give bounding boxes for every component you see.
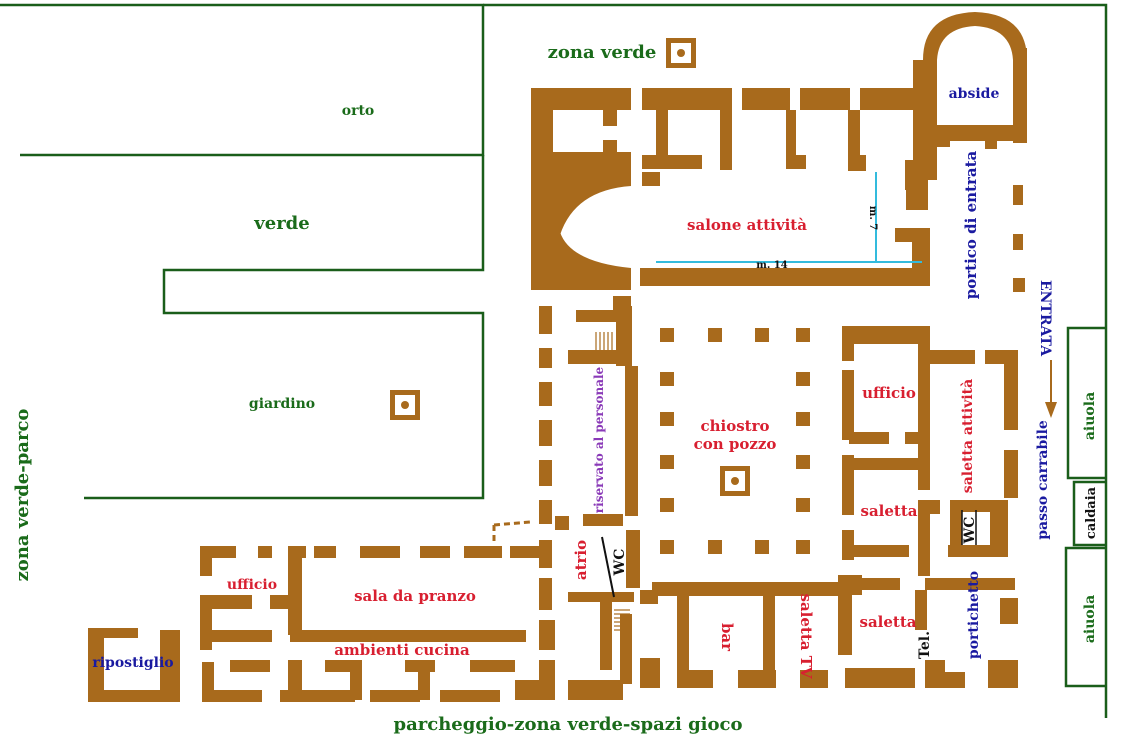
label-ufficio-left: ufficio xyxy=(227,577,277,593)
label-saletta-tv: saletta TV xyxy=(797,593,815,678)
labels: orto verde giardino zona verde zona verd… xyxy=(12,42,1099,735)
label-zona-verde: zona verde xyxy=(548,42,657,63)
label-portico-di-entrata: portico di entrata xyxy=(962,151,980,300)
label-salone-attivita: salone attività xyxy=(687,216,807,234)
label-bar: bar xyxy=(718,623,736,652)
label-atrio: atrio xyxy=(572,540,590,580)
label-ufficio-right: ufficio xyxy=(862,384,916,402)
label-verde: verde xyxy=(253,213,309,234)
label-ambienti-cucina: ambienti cucina xyxy=(334,641,470,659)
label-dim-14: m. 14 xyxy=(756,260,788,271)
label-dim-7: m. 7 xyxy=(867,206,878,231)
wc-divider xyxy=(601,536,615,598)
walls xyxy=(88,12,1027,702)
aiuola-bottom-box xyxy=(1064,546,1106,688)
well-giardino xyxy=(390,390,420,420)
cloister-columns xyxy=(660,328,810,554)
label-saletta-attivita: saletta attività xyxy=(960,379,976,493)
well-chiostro xyxy=(720,466,750,496)
well-zona-verde xyxy=(666,38,696,68)
entrata-arrow xyxy=(1045,360,1057,418)
label-chiostro: chiostro xyxy=(700,417,769,435)
label-entrata: ENTRATA xyxy=(1037,280,1053,357)
label-tel: Tel. xyxy=(917,631,933,659)
dashed-bay xyxy=(492,520,531,545)
label-portichetto: portichetto xyxy=(966,571,982,659)
label-parcheggio: parcheggio-zona verde-spazi gioco xyxy=(394,714,743,735)
dimension-lines xyxy=(656,172,922,263)
label-caldaia: caldaia xyxy=(1084,486,1099,539)
label-con-pozzo: con pozzo xyxy=(694,435,777,453)
orto-boundary xyxy=(0,3,485,157)
label-wc-left: WC xyxy=(612,549,628,577)
label-aiuola-bottom: aiuola xyxy=(1082,595,1098,643)
label-giardino: giardino xyxy=(249,396,315,412)
stairs xyxy=(595,298,631,631)
label-saletta-low: saletta xyxy=(860,613,917,631)
label-saletta-mid: saletta xyxy=(861,502,918,520)
verde-boundary xyxy=(84,155,485,500)
label-passo-carrabile: passo carrabile xyxy=(1035,420,1051,540)
label-sala-da-pranzo: sala da pranzo xyxy=(354,587,476,605)
label-orto: orto xyxy=(342,103,375,119)
label-ripostiglio: ripostiglio xyxy=(92,655,173,671)
label-zona-verde-parco: zona verde-parco xyxy=(12,409,33,582)
outer-boundary xyxy=(483,3,1108,718)
label-aiuola-top: aiuola xyxy=(1082,392,1098,440)
label-riservato: riservato al personale xyxy=(592,366,606,513)
site-boundaries xyxy=(0,3,1108,718)
aiuola-top-box xyxy=(1066,326,1106,480)
caldaia-box xyxy=(1072,480,1106,547)
label-abside: abside xyxy=(949,86,1000,102)
label-wc-right: WC xyxy=(962,517,978,545)
